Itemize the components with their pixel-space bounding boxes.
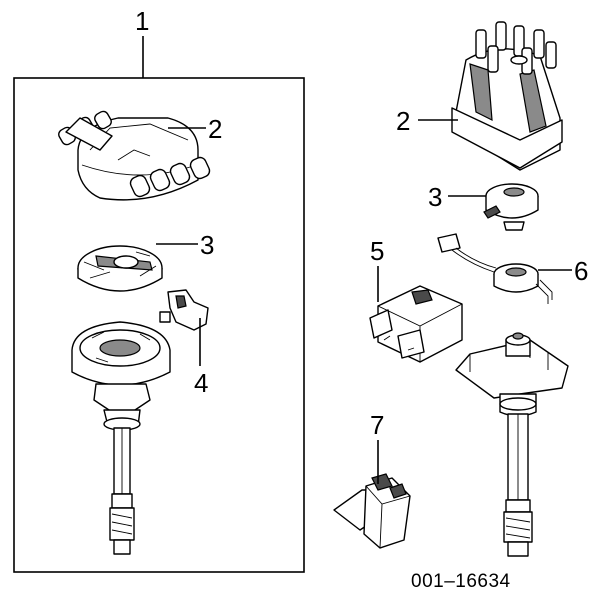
right-rotor: 3 [428,182,539,231]
callout-4-left: 4 [194,368,208,398]
left-rotor: 3 [77,230,214,292]
callout-3-right: 3 [428,182,442,212]
callout-7: 7 [370,410,384,440]
callout-1: 1 [135,6,149,36]
left-distributor-cap: 2 [58,110,222,201]
figure-code: 001–16634 [411,571,511,592]
callout-3-left: 3 [200,230,214,260]
callout-2-right: 2 [396,106,410,136]
right-ignition-module: 5 [369,236,463,363]
callout-2-left: 2 [208,114,222,144]
callout-5: 5 [370,236,384,266]
right-pickup-coil: 6 [437,233,588,304]
callout-6: 6 [574,256,588,286]
right-distributor-cap: 2 [396,21,563,171]
left-distributor-housing [71,321,171,555]
right-distributor-housing [455,332,569,557]
group-box-1: 1 [13,6,305,573]
left-sensor: 4 [159,289,209,398]
right-bracket: 7 [333,410,411,549]
